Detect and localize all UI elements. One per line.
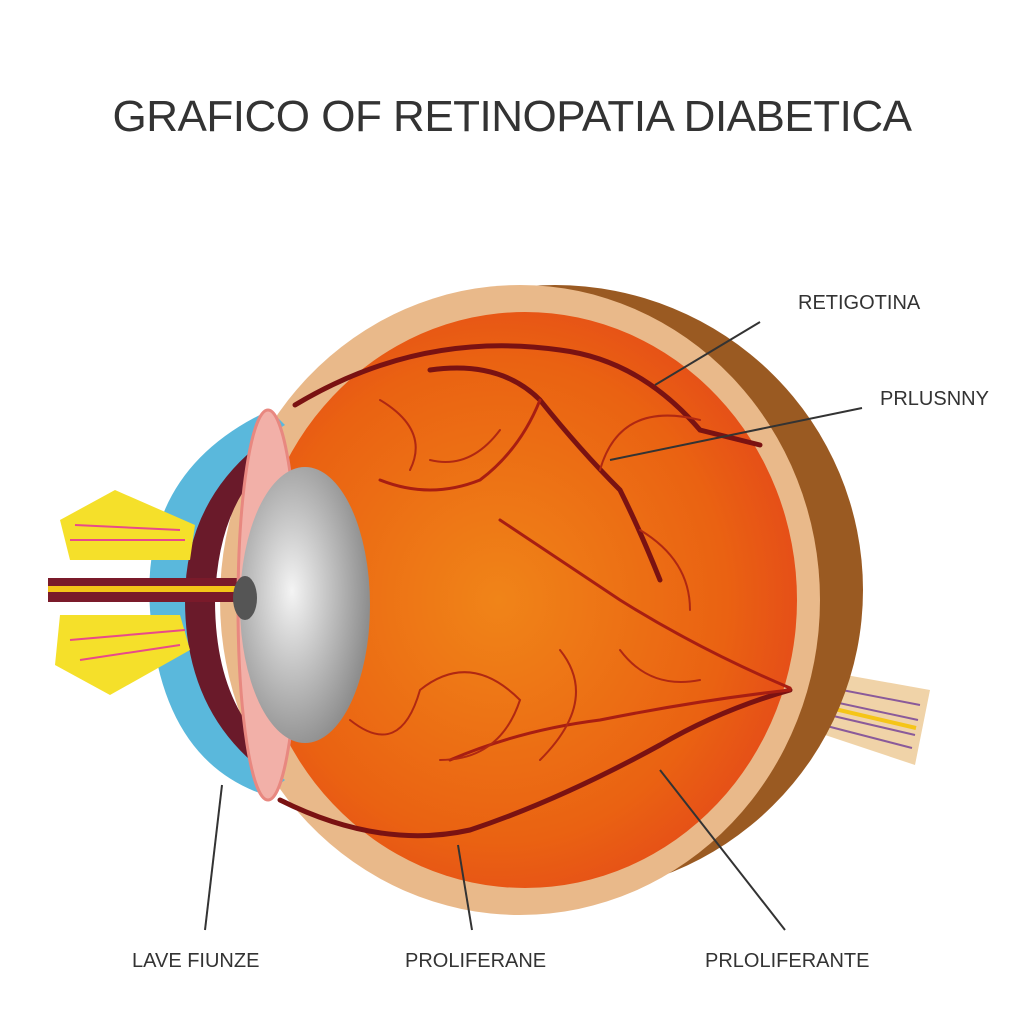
label-lave-fiunze: LAVE FIUNZE (132, 950, 260, 972)
label-prloliferante: PRLOLIFERANTE (705, 950, 870, 972)
lens (240, 467, 370, 743)
cornea (149, 410, 285, 795)
iris (185, 440, 270, 770)
leader-lines (204, 321, 863, 931)
diagram-title: GRAFICO OF RETINOPATIA DIABETICA (112, 92, 912, 141)
label-retigotina: RETIGOTINA (798, 292, 921, 314)
pupil (233, 576, 257, 620)
eye-muscles (48, 490, 248, 695)
retinal-vessels (277, 343, 793, 839)
label-proliferane: PROLIFERANE (405, 950, 547, 972)
label-prlusnny: PRLUSNNY (880, 388, 989, 410)
